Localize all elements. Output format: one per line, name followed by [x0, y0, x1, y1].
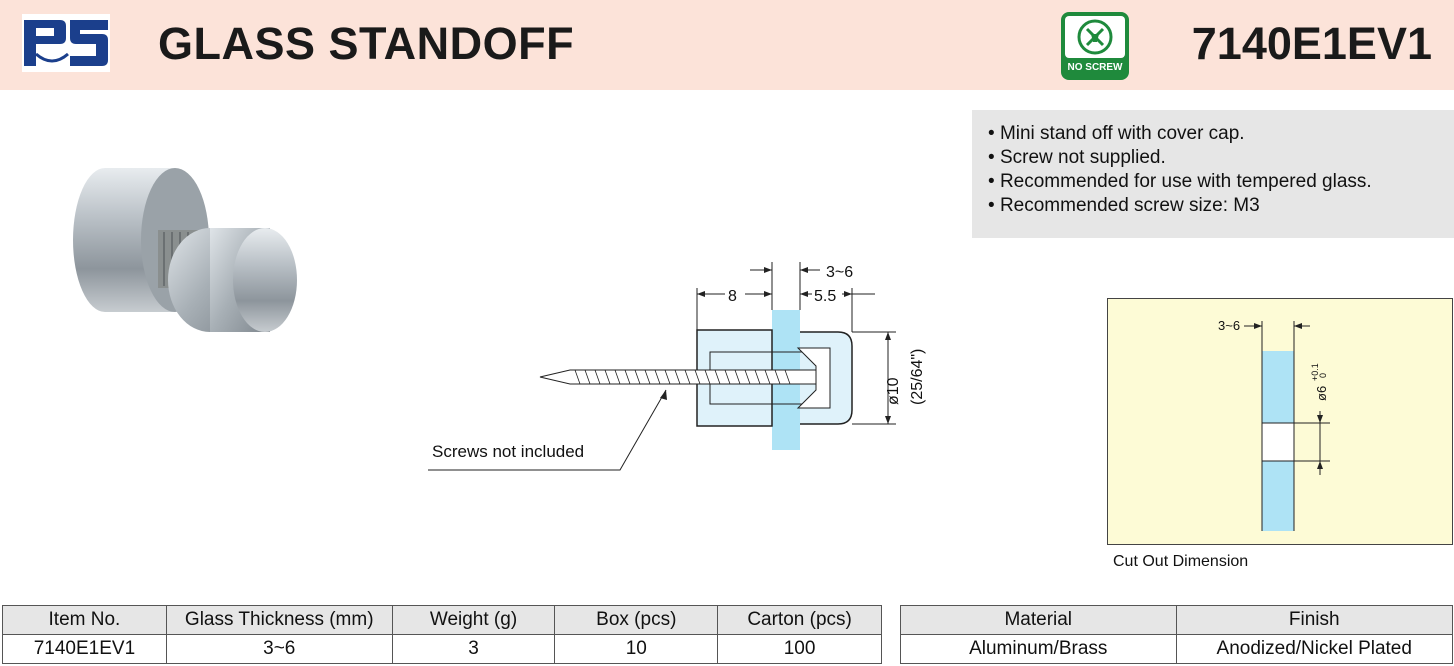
col-item-no: Item No. [2, 605, 167, 635]
product-photo [73, 168, 297, 332]
cell-item-no: 7140E1EV1 [2, 634, 167, 664]
cell-weight: 3 [391, 634, 556, 664]
no-screw-label: NO SCREW [1067, 62, 1123, 73]
table-header-row: Material Finish [900, 605, 1453, 635]
cutout-diagram: 3~6 ø6 +0.1 0 [1107, 298, 1453, 545]
table-header-row: Item No. Glass Thickness (mm) Weight (g)… [2, 605, 882, 635]
dim-body-label: 8 [728, 288, 737, 305]
page-title: GLASS STANDOFF [158, 18, 575, 69]
cutout-dim-hole-label: ø6 [1314, 386, 1329, 401]
col-box: Box (pcs) [554, 605, 719, 635]
feature-item: Recommended for use with tempered glass. [988, 170, 1438, 194]
cell-box: 10 [554, 634, 719, 664]
cell-carton: 100 [717, 634, 882, 664]
cutout-caption: Cut Out Dimension [1113, 553, 1249, 570]
spec-table: Item No. Glass Thickness (mm) Weight (g)… [2, 605, 882, 664]
feature-list: Mini stand off with cover cap. Screw not… [972, 110, 1454, 238]
dim-glass-label: 3~6 [826, 264, 853, 281]
no-screw-badge: NO SCREW [1061, 12, 1129, 80]
feature-item: Screw not supplied. [988, 146, 1438, 170]
dim-diameter-inch-label: (25/64") [909, 349, 926, 405]
dim-diameter-label: ø10 [885, 377, 902, 405]
screw [539, 369, 817, 385]
ps-brand-logo-icon [22, 14, 110, 72]
dim-cap-label: 5.5 [814, 288, 836, 305]
col-finish: Finish [1175, 605, 1453, 635]
part-number: 7140E1EV1 [1191, 18, 1432, 69]
cutout-tolerance-lower: 0 [1318, 373, 1328, 378]
screws-callout-label: Screws not included [432, 442, 585, 461]
col-glass-thickness: Glass Thickness (mm) [165, 605, 393, 635]
cell-material: Aluminum/Brass [900, 634, 1177, 664]
col-weight: Weight (g) [391, 605, 556, 635]
feature-item: Mini stand off with cover cap. [988, 122, 1438, 146]
cutout-drawing: 3~6 ø6 +0.1 0 [1218, 318, 1330, 531]
col-carton: Carton (pcs) [717, 605, 882, 635]
table-row: Aluminum/Brass Anodized/Nickel Plated [900, 634, 1453, 664]
cutout-dim-glass-label: 3~6 [1218, 318, 1240, 333]
col-material: Material [900, 605, 1177, 635]
cell-finish: Anodized/Nickel Plated [1175, 634, 1453, 664]
header-banner: GLASS STANDOFF NO SCREW 7140E1EV1 [0, 0, 1454, 90]
cell-glass-thickness: 3~6 [165, 634, 393, 664]
table-row: 7140E1EV1 3~6 3 10 100 [2, 634, 882, 664]
material-table: Material Finish Aluminum/Brass Anodized/… [900, 605, 1453, 664]
cutout-tolerance-upper: +0.1 [1310, 363, 1320, 381]
cross-section-drawing: 3~6 8 5.5 ø10 (25/64") [428, 260, 926, 471]
feature-item: Recommended screw size: M3 [988, 194, 1438, 218]
no-screw-icon [1061, 12, 1129, 80]
